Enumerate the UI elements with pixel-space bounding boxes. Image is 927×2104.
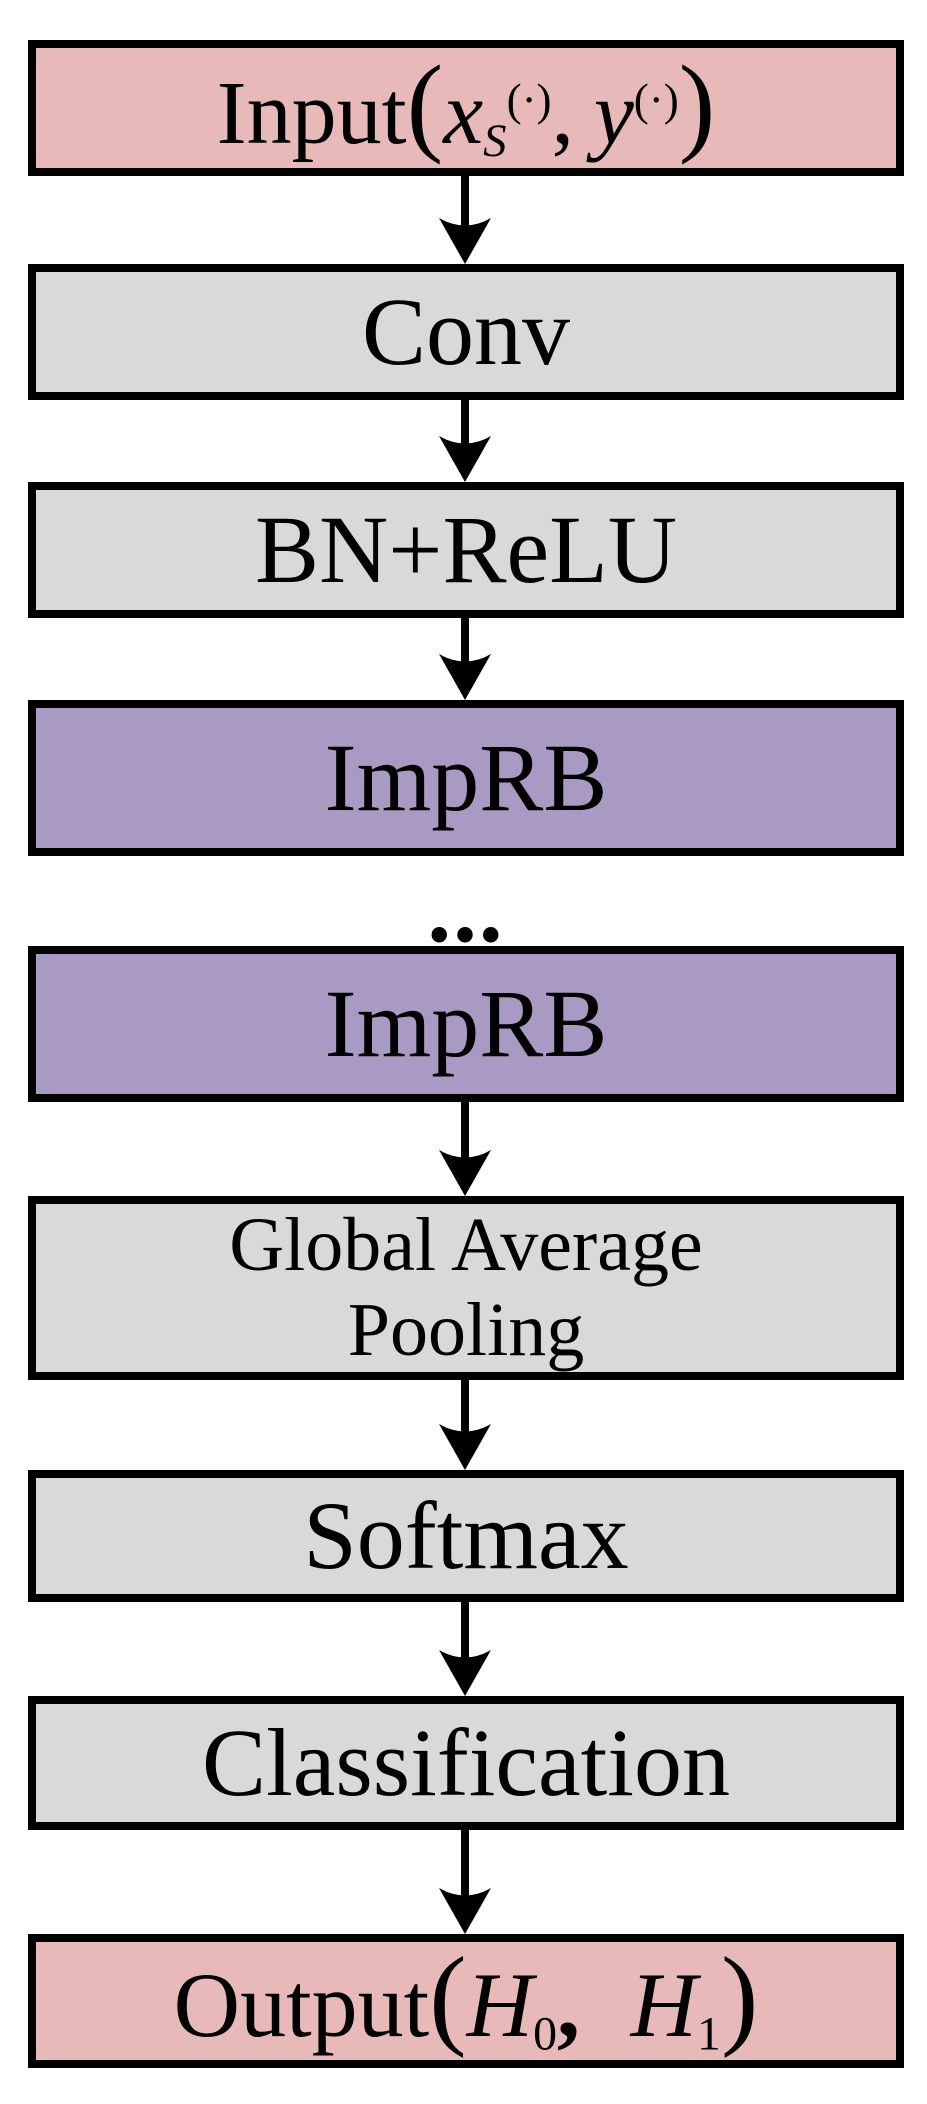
flow-arrow-conv-to-bnrelu: [438, 400, 492, 482]
node-classification-label: Classification: [202, 1709, 730, 1816]
repeat-ellipsis: ...: [28, 856, 904, 963]
arrowhead-down-icon: [439, 436, 491, 482]
node-conv: Conv: [28, 264, 904, 400]
flow-arrow-imprb-to-gap: [438, 1102, 492, 1196]
node-input: Input(xS(·),y(·)): [28, 40, 904, 176]
flow-arrow-input-to-conv: [438, 176, 492, 264]
node-output: Output(H0,H1): [28, 1934, 904, 2068]
arrowhead-down-icon: [439, 218, 491, 264]
node-imprb-bottom-label: ImpRB: [324, 970, 608, 1077]
arrowhead-down-icon: [439, 654, 491, 700]
node-global-average-pooling: Global Average Pooling: [28, 1196, 904, 1380]
arrow-shaft: [461, 400, 469, 448]
arrowhead-down-icon: [439, 1888, 491, 1934]
arrow-shaft: [461, 1602, 469, 1662]
node-imprb-top: ImpRB: [28, 700, 904, 856]
arrow-shaft: [461, 1102, 469, 1162]
flow-arrow-classification-to-output: [438, 1830, 492, 1934]
arrowhead-down-icon: [439, 1424, 491, 1470]
node-output-label: Output(H0,H1): [173, 1935, 759, 2061]
arrow-shaft: [461, 1830, 469, 1900]
node-classification: Classification: [28, 1696, 904, 1830]
node-imprb-bottom: ImpRB: [28, 946, 904, 1102]
arrow-shaft: [461, 1380, 469, 1436]
flow-arrow-gap-to-softmax: [438, 1380, 492, 1470]
arrow-shaft: [461, 176, 469, 230]
node-softmax: Softmax: [28, 1470, 904, 1602]
node-imprb-top-label: ImpRB: [324, 724, 608, 831]
arrowhead-down-icon: [439, 1150, 491, 1196]
node-input-label: Input(xS(·),y(·)): [216, 42, 716, 167]
node-conv-label: Conv: [361, 278, 571, 385]
arrowhead-down-icon: [439, 1650, 491, 1696]
ellipsis-label: ...: [427, 856, 505, 963]
arrow-shaft: [461, 618, 469, 666]
node-bn-relu-label: BN+ReLU: [254, 496, 678, 603]
node-bn-relu: BN+ReLU: [28, 482, 904, 618]
flow-arrow-bnrelu-to-imprb: [438, 618, 492, 700]
flow-arrow-softmax-to-classification: [438, 1602, 492, 1696]
node-gap-label-line2: Pooling: [347, 1288, 585, 1372]
node-softmax-label: Softmax: [303, 1482, 629, 1589]
node-gap-label-line1: Global Average: [229, 1202, 703, 1287]
